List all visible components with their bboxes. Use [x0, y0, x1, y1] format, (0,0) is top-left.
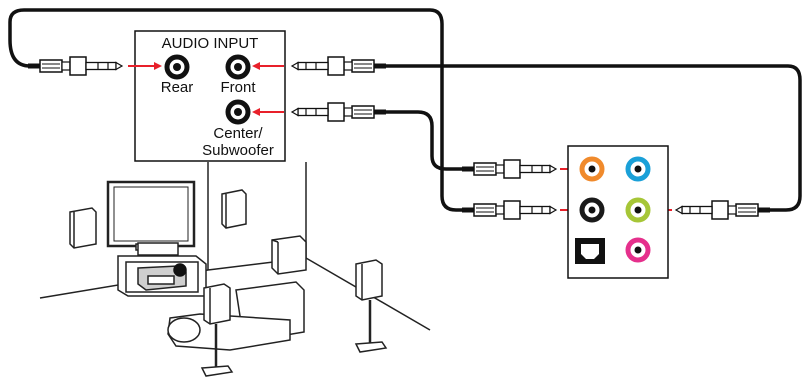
rear-right-speaker [354, 259, 388, 353]
green-port-plug [675, 200, 771, 220]
front-cable [384, 64, 802, 212]
television [106, 180, 196, 251]
front-label: Front [220, 79, 256, 96]
rear-audio-panel [567, 145, 669, 279]
green-port [625, 197, 651, 223]
audio-input-title: AUDIO INPUT [162, 35, 259, 52]
rear-left-speaker [200, 283, 234, 377]
front-right-speaker [221, 189, 247, 229]
center-speaker [137, 242, 179, 256]
center-subwoofer-label-line2: Subwoofer [202, 142, 274, 159]
black-port-plug [461, 200, 557, 220]
rear-plug [27, 56, 123, 76]
audio-input-panel: AUDIO INPUT Rear Front Center/ Subwoofer [134, 30, 286, 162]
center-subwoofer-cable [384, 110, 472, 171]
room-illustration [39, 162, 431, 377]
front-left-speaker [69, 207, 97, 249]
subwoofer [271, 235, 307, 275]
cables [8, 8, 802, 212]
optical-port [575, 238, 605, 264]
sofa [167, 281, 305, 351]
receiver-connection-point [173, 263, 187, 277]
center-subwoofer-plug [291, 102, 387, 122]
blue-port [625, 156, 651, 182]
front-jack [225, 54, 251, 80]
pink-port [625, 237, 651, 263]
center-subwoofer-label-line1: Center/ [213, 125, 263, 142]
front-plug [291, 56, 387, 76]
rear-label: Rear [161, 79, 194, 96]
center-subwoofer-jack [225, 99, 251, 125]
rear-jack [164, 54, 190, 80]
orange-port-plug [461, 159, 557, 179]
black-port [579, 197, 605, 223]
rear-cable [8, 8, 472, 212]
orange-port [579, 156, 605, 182]
